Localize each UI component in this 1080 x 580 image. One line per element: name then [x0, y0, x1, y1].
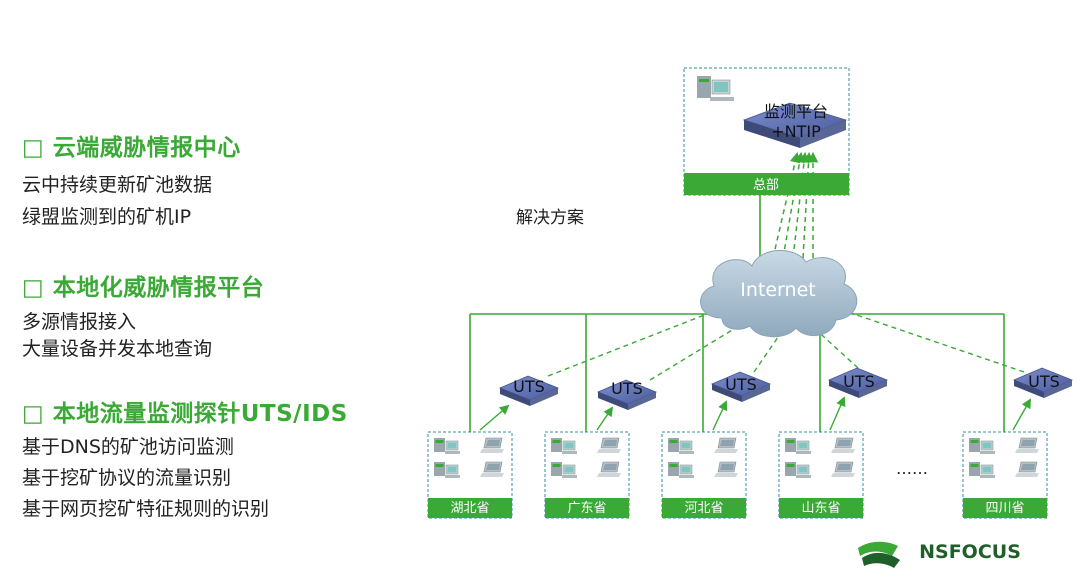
- branch-label: 四川省: [985, 501, 1024, 516]
- server-icon: [697, 76, 734, 101]
- section-line: 基于网页挖矿特征规则的识别: [22, 498, 270, 520]
- probe-hubei: UTS: [499, 375, 559, 407]
- more-branches-ellipsis: ……: [896, 459, 928, 478]
- branch-hebei: 河北省: [661, 431, 747, 519]
- section-line: 基于DNS的矿池访问监测: [22, 436, 234, 458]
- probe-hebei: UTS: [711, 371, 771, 403]
- section-line: 大量设备并发本地查询: [22, 338, 213, 360]
- branch-guangdong: 广东省: [544, 431, 630, 519]
- section-line: 绿盟监测到的矿机IP: [22, 206, 192, 228]
- nsfocus-logo: NSFOCUS: [858, 541, 1021, 568]
- mirror-arrows: [479, 396, 1031, 431]
- probe-label: UTS: [843, 372, 875, 391]
- branch-shandong: 山东省: [778, 431, 864, 519]
- branch-label: 广东省: [567, 501, 606, 516]
- cloud-label: Internet: [740, 279, 815, 301]
- hq-label-bar: [684, 173, 849, 195]
- probe-label: UTS: [611, 379, 643, 398]
- section-heading-local-intel: □ 本地化威胁情报平台: [22, 275, 265, 301]
- brand-name: NSFOCUS: [919, 541, 1021, 563]
- probe-sichuan: UTS: [1013, 367, 1073, 399]
- branch-label: 湖北省: [450, 501, 489, 516]
- hq-label: 总部: [753, 178, 779, 193]
- internet-cloud: Internet: [700, 249, 858, 338]
- branch-label: 河北省: [684, 501, 723, 516]
- section-line: 云中持续更新矿池数据: [22, 174, 213, 196]
- section-heading-probe: □ 本地流量监测探针UTS/IDS: [22, 401, 348, 427]
- probe-label: UTS: [725, 375, 757, 394]
- probe-label: UTS: [513, 377, 545, 396]
- diagram-caption: 解决方案: [516, 208, 584, 228]
- platform-label-line2: +NTIP: [771, 122, 821, 141]
- probe-guangdong: UTS: [597, 379, 657, 411]
- section-line: 多源情报接入: [22, 311, 137, 333]
- section-heading-cloud-intel: □ 云端威胁情报中心: [22, 135, 241, 161]
- probe-label: UTS: [1028, 372, 1060, 391]
- branch-hubei: 湖北省: [427, 431, 513, 519]
- platform-label-line1: 监测平台: [764, 102, 828, 121]
- section-line: 基于挖矿协议的流量识别: [22, 467, 232, 489]
- platform-device-icon: [742, 102, 848, 148]
- branch-label: 山东省: [801, 501, 840, 516]
- branch-sichuan: 四川省: [962, 431, 1048, 519]
- hq-site: 总部 监测平台 +NTIP: [683, 67, 850, 196]
- probe-shandong: UTS: [828, 367, 888, 399]
